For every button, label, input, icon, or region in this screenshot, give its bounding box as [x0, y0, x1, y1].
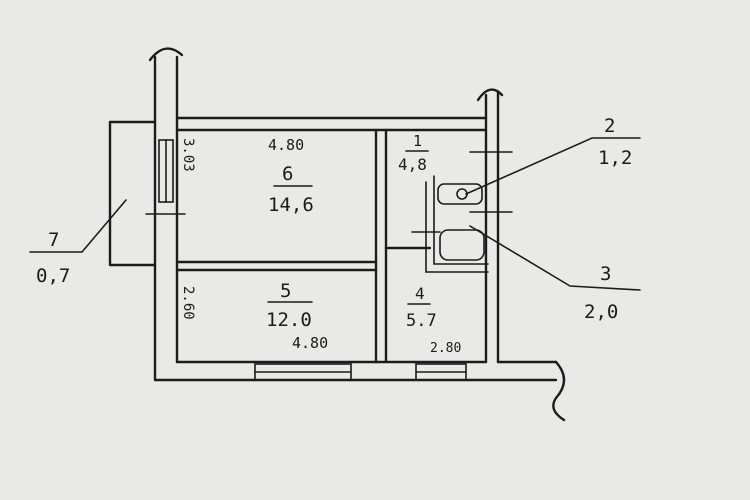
callout-2-number: 2	[604, 115, 615, 137]
room-5-width-dimension: 4.80	[292, 334, 328, 352]
room-6-depth-dimension: 3.03	[180, 138, 196, 172]
room-6-number: 6	[282, 163, 293, 185]
interior-walls	[175, 128, 432, 364]
room-6-area: 14,6	[268, 194, 314, 216]
room-4-width-dimension: 2.80	[430, 341, 461, 356]
room-6-width-dimension: 4.80	[268, 136, 304, 154]
balcony	[108, 120, 186, 267]
callout-3-area: 2,0	[584, 301, 618, 323]
callout-3-number: 3	[600, 263, 611, 285]
room-5-area: 12.0	[266, 309, 312, 331]
callout-7-number: 7	[48, 229, 59, 251]
callout-7-area: 0,7	[36, 265, 70, 287]
leader-lines	[29, 137, 641, 305]
room-1-area: 4,8	[398, 155, 427, 174]
room-1-number: 1	[413, 132, 422, 150]
windows	[158, 139, 467, 381]
room-4-number: 4	[415, 284, 425, 303]
room-5-depth-dimension: 2.60	[180, 286, 196, 320]
room-5-number: 5	[280, 280, 291, 302]
callout-2-area: 1,2	[598, 147, 632, 169]
bathroom-fixtures	[411, 151, 513, 273]
room-4-area: 5.7	[406, 311, 437, 331]
exterior-walls	[148, 47, 566, 422]
